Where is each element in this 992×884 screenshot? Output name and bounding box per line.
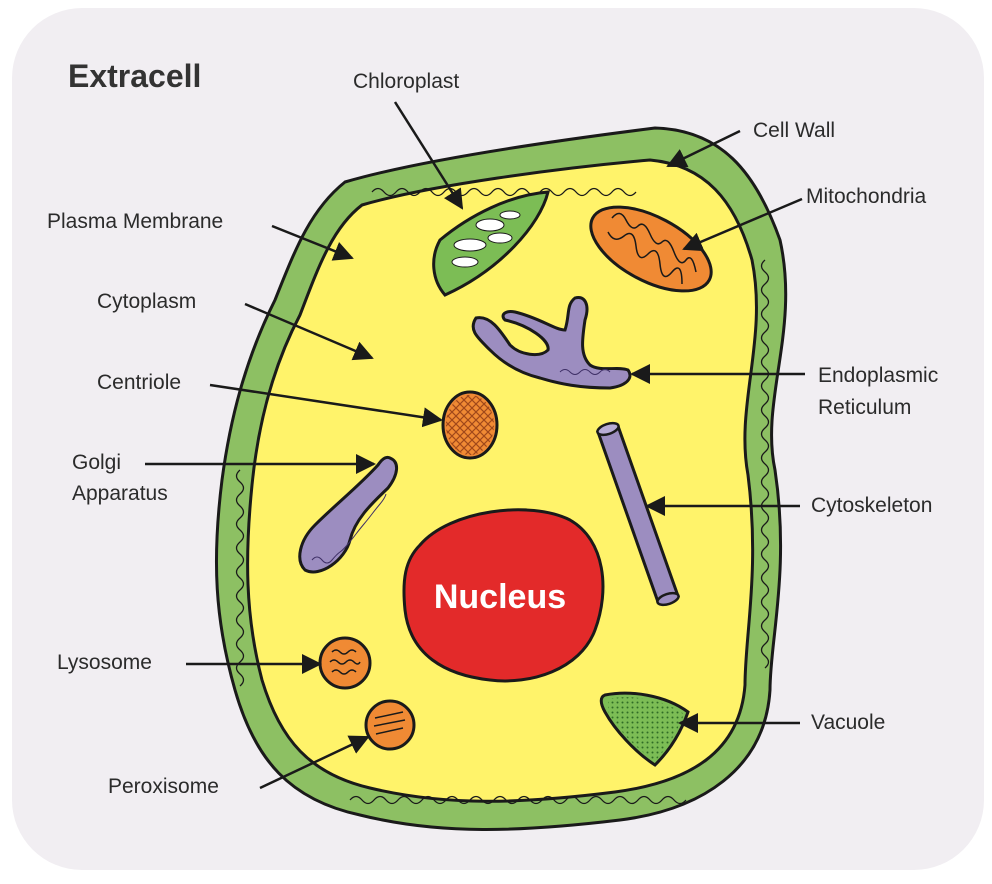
lysosome bbox=[320, 638, 370, 688]
label-peroxisome: Peroxisome bbox=[108, 775, 219, 799]
centriole-texture bbox=[446, 395, 494, 455]
label-golgi-line2: Apparatus bbox=[72, 482, 168, 506]
label-cell-wall: Cell Wall bbox=[753, 119, 835, 143]
label-cytoskeleton: Cytoskeleton bbox=[811, 494, 932, 518]
label-golgi-line1: Golgi bbox=[72, 451, 121, 475]
label-er-line2: Reticulum bbox=[818, 396, 911, 420]
label-plasma-membrane: Plasma Membrane bbox=[47, 210, 223, 234]
label-centriole: Centriole bbox=[97, 371, 181, 395]
label-chloroplast: Chloroplast bbox=[353, 70, 459, 94]
label-mitochondria: Mitochondria bbox=[806, 185, 926, 209]
diagram-title: Extracell bbox=[68, 58, 201, 95]
label-er-line1: Endoplasmic bbox=[818, 364, 938, 388]
label-vacuole: Vacuole bbox=[811, 711, 885, 735]
label-lysosome: Lysosome bbox=[57, 651, 152, 675]
label-cytoplasm: Cytoplasm bbox=[97, 290, 196, 314]
peroxisome bbox=[366, 701, 414, 749]
label-nucleus: Nucleus bbox=[410, 578, 590, 617]
